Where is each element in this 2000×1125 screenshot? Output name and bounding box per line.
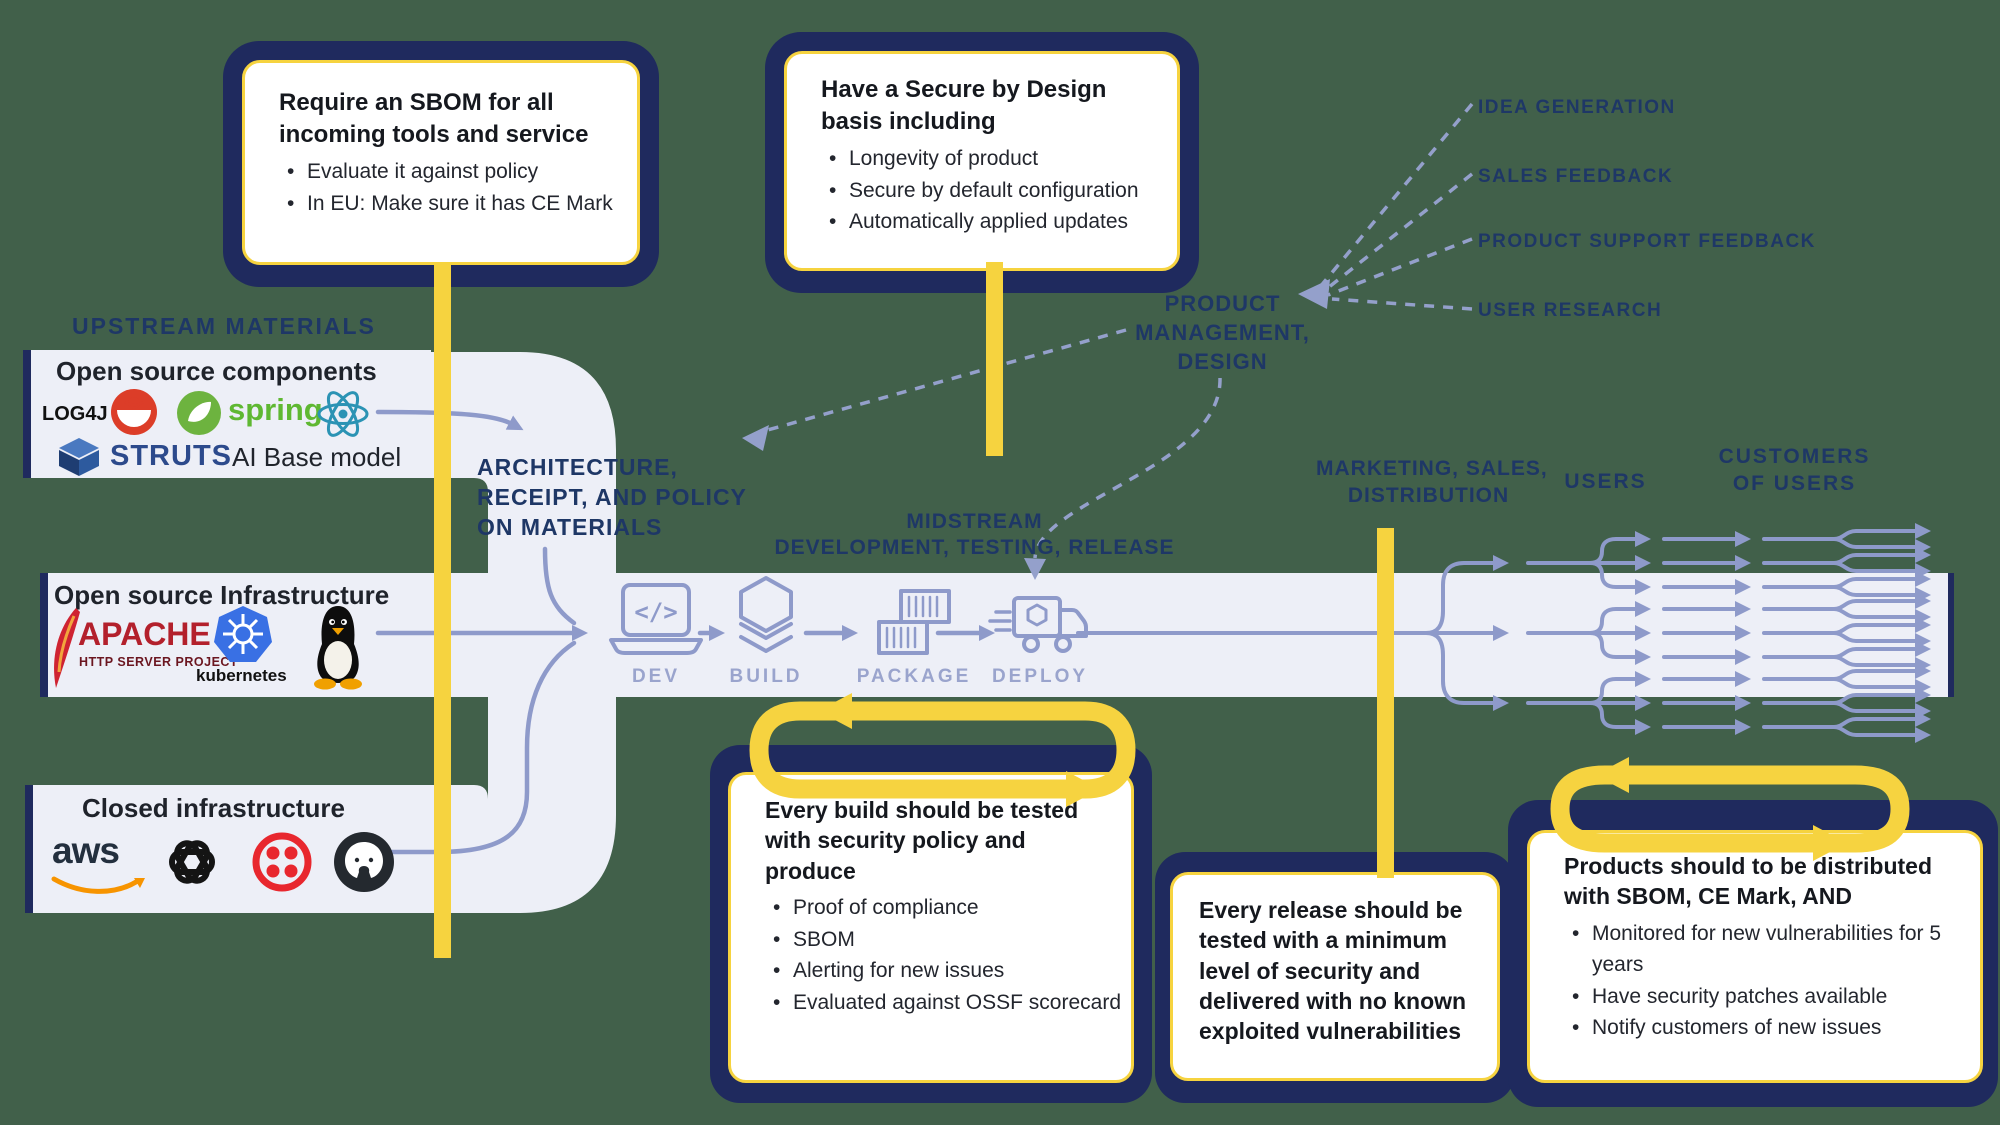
components-box-edge [23,350,31,478]
midstream-header: MIDSTREAM DEVELOPMENT, TESTING, RELEASE [774,510,1175,559]
openai-icon [169,840,215,884]
customers-header: CUSTOMERS OF USERS [1718,445,1871,495]
dev-label: DEV [632,666,680,687]
apache-wordmark: APACHE [78,616,211,652]
code-glyph: </> [634,598,677,626]
callout-distribute: Products should to be distributed with S… [1508,800,1998,1107]
dashed-arrowheads [742,279,1330,580]
product-support-feedback-label: PRODUCT SUPPORT FEEDBACK [1478,231,1816,252]
architecture-header: ARCHITECTURE, RECEIPT, AND POLICY ON MAT… [477,454,747,540]
struts-wordmark: STRUTS [110,440,232,472]
twilio-icon [252,832,312,892]
react-icon [317,391,369,437]
sales-feedback-label: SALES FEEDBACK [1478,166,1674,187]
aws-wordmark: aws [52,830,120,871]
build-label: BUILD [729,666,802,687]
closed-box-title: Closed infrastructure [82,793,345,823]
apache-subtitle: HTTP SERVER PROJECT [79,655,239,669]
product-management-header: PRODUCT MANAGEMENT, DESIGN [1135,291,1310,374]
flow-arrows [367,409,995,855]
kubernetes-wordmark: kubernetes [196,666,287,685]
struts-icon [59,438,99,476]
callout-build-tested: Every build should be tested with securi… [710,745,1152,1103]
marketing-header: MARKETING, SALES, DISTRIBUTION [1316,457,1548,507]
log4j-icon [111,389,157,435]
infrastructure-box-title: Open source Infrastructure [54,580,390,610]
idea-generation-label: IDEA GENERATION [1478,97,1676,118]
deploy-icon [988,596,1088,653]
callout-secure-by-design: Have a Secure by Design basis including … [765,32,1199,293]
release-gate-bar [1377,528,1394,878]
aws-smile-icon [51,876,145,894]
secure-design-bar [986,262,1003,456]
kubernetes-icon [214,606,272,662]
fanout-arrows [1076,523,1931,743]
callout-release-tested: Every release should be tested with a mi… [1155,852,1515,1103]
ai-base-model-label: AI Base model [232,442,402,472]
apache-feather-icon [54,608,80,688]
sbom-policy-bar [434,262,451,958]
package-label: PACKAGE [857,666,972,687]
dashed-feedback-lines [756,102,1474,559]
components-box-title: Open source components [56,356,377,386]
deploy-label: DEPLOY [992,666,1088,687]
github-icon [334,832,394,892]
closed-box-edge [25,785,33,913]
linux-tux-icon [314,606,362,690]
infrastructure-box-edge [40,573,48,697]
upstream-materials-header: UPSTREAM MATERIALS [72,313,376,339]
users-header: USERS [1564,470,1647,493]
spring-wordmark: spring [228,392,323,427]
build-icon [739,576,793,653]
dev-icon [609,583,703,655]
spring-icon [177,391,221,435]
callout-require-sbom: Require an SBOM for all incoming tools a… [223,41,659,287]
band-end-cap [1948,573,1954,697]
package-icon [877,589,951,655]
user-research-label: USER RESEARCH [1478,300,1663,321]
log4j-wordmark: LOG4J [42,403,108,425]
